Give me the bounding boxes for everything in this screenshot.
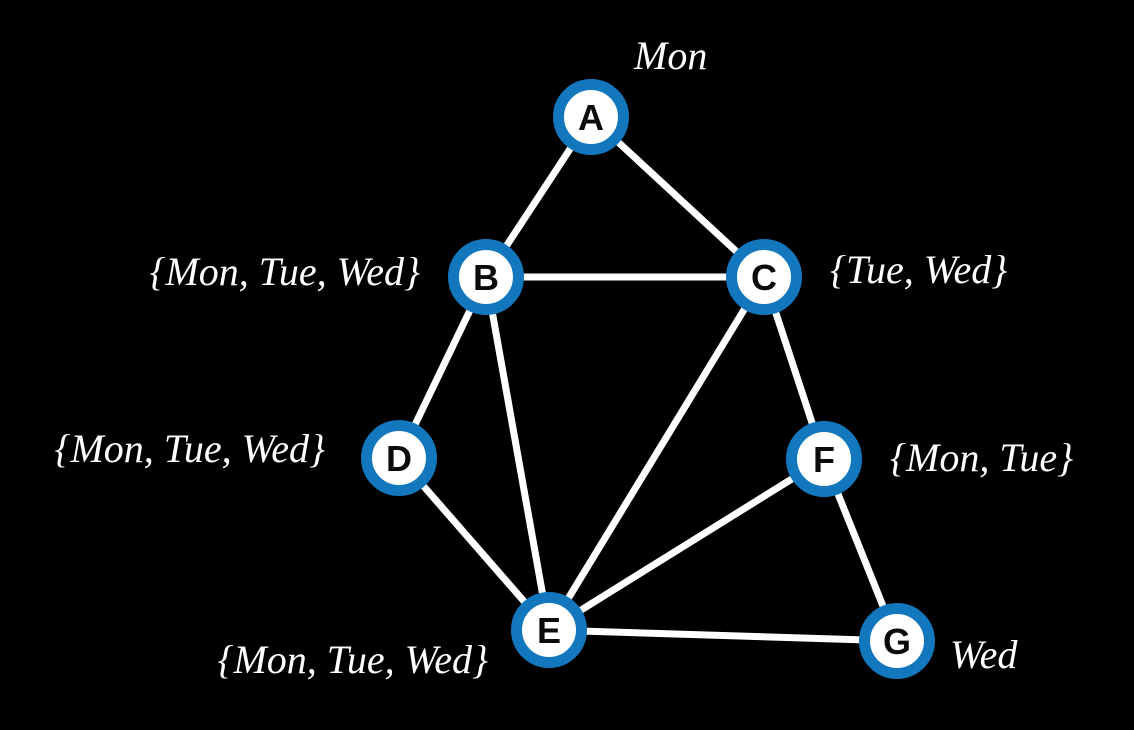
- edge-e-g: [548, 626, 898, 645]
- node-b: B: [448, 239, 524, 315]
- node-d: D: [361, 420, 437, 496]
- domain-label-a: Mon: [634, 33, 708, 78]
- node-a-letter: A: [578, 97, 604, 138]
- node-c-letter: C: [751, 257, 777, 298]
- node-g: G: [859, 603, 935, 679]
- domain-label-f: {Mon, Tue}: [890, 435, 1074, 480]
- domain-label-d: {Mon, Tue, Wed}: [54, 426, 325, 471]
- edge-c-e: [546, 275, 767, 632]
- node-g-letter: G: [882, 621, 911, 662]
- domain-label-b: {Mon, Tue, Wed}: [149, 249, 420, 294]
- node-e-letter: E: [536, 610, 561, 651]
- edge-b-e: [482, 276, 553, 631]
- domain-label-e: {Mon, Tue, Wed}: [217, 637, 488, 682]
- node-f: F: [786, 421, 862, 497]
- node-e: E: [511, 592, 587, 668]
- domain-label-c: {Tue, Wed}: [830, 247, 1008, 292]
- node-f-letter: F: [813, 439, 835, 480]
- edge-e-f: [547, 456, 826, 633]
- node-d-letter: D: [386, 438, 412, 479]
- node-b-letter: B: [473, 257, 499, 298]
- node-c: C: [726, 239, 802, 315]
- node-a: A: [553, 79, 629, 155]
- domain-label-g: Wed: [950, 632, 1018, 677]
